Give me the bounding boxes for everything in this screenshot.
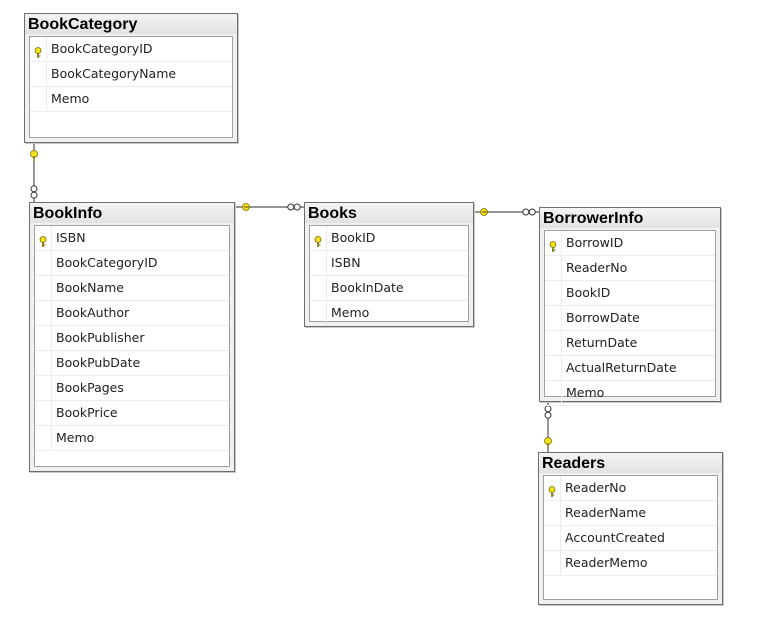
column-grid: ISBN BookCategoryID BookName BookAuthor … — [34, 225, 230, 467]
column-row[interactable]: BookCategoryID — [35, 251, 229, 276]
table-title[interactable]: BookCategory — [25, 14, 237, 34]
primary-key-icon — [548, 237, 558, 252]
many-end-icon — [528, 208, 536, 216]
many-end-icon — [544, 411, 552, 419]
column-row[interactable]: BookCategoryName — [30, 62, 232, 87]
column-grid: BookID ISBN BookInDate Memo — [309, 225, 469, 326]
table-title[interactable]: BorrowerInfo — [540, 208, 720, 228]
column-row[interactable]: Memo — [35, 426, 229, 451]
table-books[interactable]: Books BookID ISBN BookInDate Memo — [304, 202, 474, 327]
column-name: BookCategoryName — [51, 66, 177, 81]
column-name: BookID — [566, 285, 611, 300]
column-name: Memo — [51, 91, 90, 106]
column-row[interactable]: ReturnDate — [545, 331, 715, 356]
many-end-icon — [522, 208, 530, 216]
primary-key-icon — [33, 43, 43, 58]
many-end-icon — [30, 185, 38, 193]
column-name: BookCategoryID — [51, 41, 153, 56]
column-row[interactable]: BookPages — [35, 376, 229, 401]
column-name: BookPrice — [56, 405, 118, 420]
primary-key-icon — [38, 232, 48, 247]
column-name: BookAuthor — [56, 305, 130, 320]
column-row[interactable]: BorrowDate — [545, 306, 715, 331]
column-row[interactable]: BookInDate — [310, 276, 468, 301]
column-name: Memo — [566, 385, 605, 400]
column-row[interactable]: BorrowID — [545, 231, 715, 256]
column-name: BookPages — [56, 380, 124, 395]
column-name: ActualReturnDate — [566, 360, 677, 375]
column-row[interactable]: BookName — [35, 276, 229, 301]
table-borrowerinfo[interactable]: BorrowerInfo BorrowID ReaderNo BookID Bo… — [539, 207, 721, 406]
column-name: ReaderMemo — [565, 555, 648, 570]
column-row[interactable]: ReaderNo — [545, 256, 715, 281]
column-name: ISBN — [331, 255, 361, 270]
column-row[interactable]: ISBN — [35, 226, 229, 251]
column-name: AccountCreated — [565, 530, 665, 545]
one-end-key-icon — [242, 203, 250, 211]
one-end-key-icon — [480, 208, 488, 216]
many-end-icon — [30, 191, 38, 199]
table-readers[interactable]: Readers ReaderNo ReaderName AccountCreat… — [538, 452, 723, 605]
column-row[interactable]: BookID — [545, 281, 715, 306]
column-name: Memo — [331, 305, 370, 320]
column-row[interactable]: ReaderNo — [544, 476, 717, 501]
column-name: Memo — [56, 430, 95, 445]
column-row[interactable]: BookID — [310, 226, 468, 251]
table-title[interactable]: Books — [305, 203, 473, 223]
column-name: ReaderName — [565, 505, 647, 520]
table-title[interactable]: BookInfo — [30, 203, 234, 223]
column-name: BookID — [331, 230, 376, 245]
column-row[interactable]: Memo — [545, 381, 715, 406]
column-name: ISBN — [56, 230, 86, 245]
one-end-key-icon — [30, 150, 38, 158]
column-row[interactable]: BookPubDate — [35, 351, 229, 376]
column-row[interactable]: AccountCreated — [544, 526, 717, 551]
column-name: ReturnDate — [566, 335, 638, 350]
column-grid: BookCategoryID BookCategoryName Memo — [29, 36, 233, 138]
many-end-icon — [544, 405, 552, 413]
many-end-icon — [287, 203, 295, 211]
column-row[interactable]: BookCategoryID — [30, 37, 232, 62]
column-row[interactable]: BookAuthor — [35, 301, 229, 326]
column-row[interactable]: BookPrice — [35, 401, 229, 426]
table-bookinfo[interactable]: BookInfo ISBN BookCategoryID BookName Bo… — [29, 202, 235, 472]
column-row[interactable]: Memo — [310, 301, 468, 326]
column-grid: ReaderNo ReaderName AccountCreated Reade… — [543, 475, 718, 600]
column-row[interactable]: ISBN — [310, 251, 468, 276]
column-row[interactable]: BookPublisher — [35, 326, 229, 351]
column-name: BookPublisher — [56, 330, 145, 345]
column-grid: BorrowID ReaderNo BookID BorrowDate Retu… — [544, 230, 716, 406]
column-row[interactable]: Memo — [30, 87, 232, 112]
one-end-key-icon — [544, 437, 552, 445]
column-name: BookCategoryID — [56, 255, 158, 270]
many-end-icon — [293, 203, 301, 211]
column-row[interactable]: ReaderMemo — [544, 551, 717, 576]
column-name: BookInDate — [331, 280, 404, 295]
primary-key-icon — [547, 482, 557, 497]
column-name: BookName — [56, 280, 124, 295]
primary-key-icon — [313, 232, 323, 247]
column-row[interactable]: ActualReturnDate — [545, 356, 715, 381]
column-row[interactable]: ReaderName — [544, 501, 717, 526]
column-name: BookPubDate — [56, 355, 141, 370]
table-bookcategory[interactable]: BookCategory BookCategoryID BookCategory… — [24, 13, 238, 143]
table-title[interactable]: Readers — [539, 453, 722, 473]
column-name: ReaderNo — [566, 260, 628, 275]
column-name: BorrowDate — [566, 310, 640, 325]
column-name: BorrowID — [566, 235, 624, 250]
column-name: ReaderNo — [565, 480, 627, 495]
